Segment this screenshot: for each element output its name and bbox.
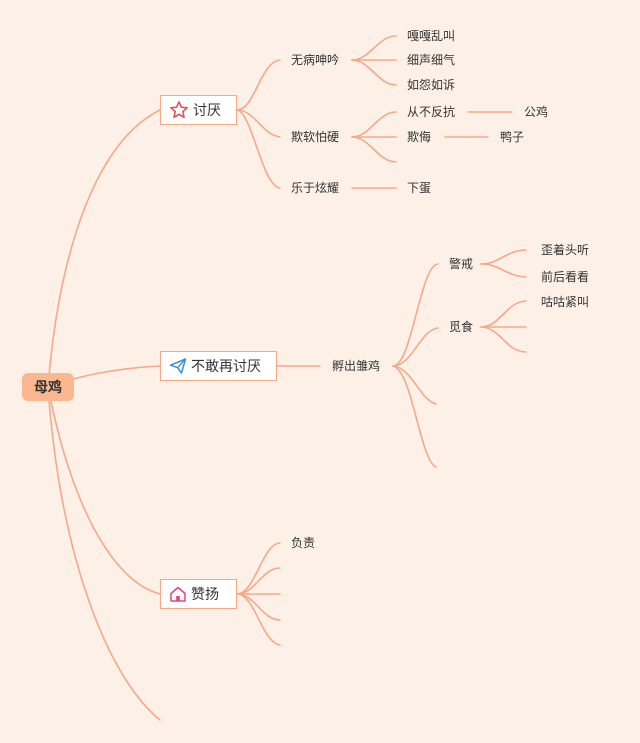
branch-dislike[interactable]: 讨厌 [160,95,237,125]
branch-dislike-label: 讨厌 [193,103,221,119]
node-moan-item[interactable]: 嘎嘎乱叫 [407,29,456,43]
node-praise-item[interactable]: 负责 [291,536,316,550]
node-bully-item[interactable]: 从不反抗 [407,105,456,119]
node-forage[interactable]: 觅食 [449,320,474,334]
link-root-dislike [47,109,161,388]
node-alert[interactable]: 警戒 [449,257,474,271]
node-boast[interactable]: 乐于炫耀 [291,181,340,195]
branch-praise[interactable]: 赞扬 [160,579,237,609]
node-hatch[interactable]: 孵出雏鸡 [332,359,381,373]
node-bully-item[interactable]: 欺侮 [407,130,432,144]
branch-no-longer-label: 不敢再讨厌 [191,359,261,375]
root-node[interactable]: 母鸡 [22,373,74,401]
node-bully-target[interactable]: 鸭子 [500,130,525,144]
star-icon [170,101,188,119]
node-alert-item[interactable]: 歪着头听 [541,243,590,257]
branch-praise-label: 赞扬 [191,587,219,603]
node-moan[interactable]: 无病呻吟 [291,53,340,67]
link-root-praise [47,386,161,595]
node-forage-item[interactable]: 咕咕紧叫 [541,295,590,309]
node-moan-item[interactable]: 细声细气 [407,53,456,67]
paper-plane-icon [169,358,187,374]
node-bully-target[interactable]: 公鸡 [524,105,549,119]
node-moan-item[interactable]: 如怨如诉 [407,78,456,92]
branch-no-longer[interactable]: 不敢再讨厌 [160,351,277,381]
node-boast-item[interactable]: 下蛋 [407,181,432,195]
node-bully[interactable]: 欺软怕硬 [291,130,340,144]
link-root-extra [47,386,161,721]
node-alert-item[interactable]: 前后看看 [541,270,590,284]
home-icon [170,586,186,602]
